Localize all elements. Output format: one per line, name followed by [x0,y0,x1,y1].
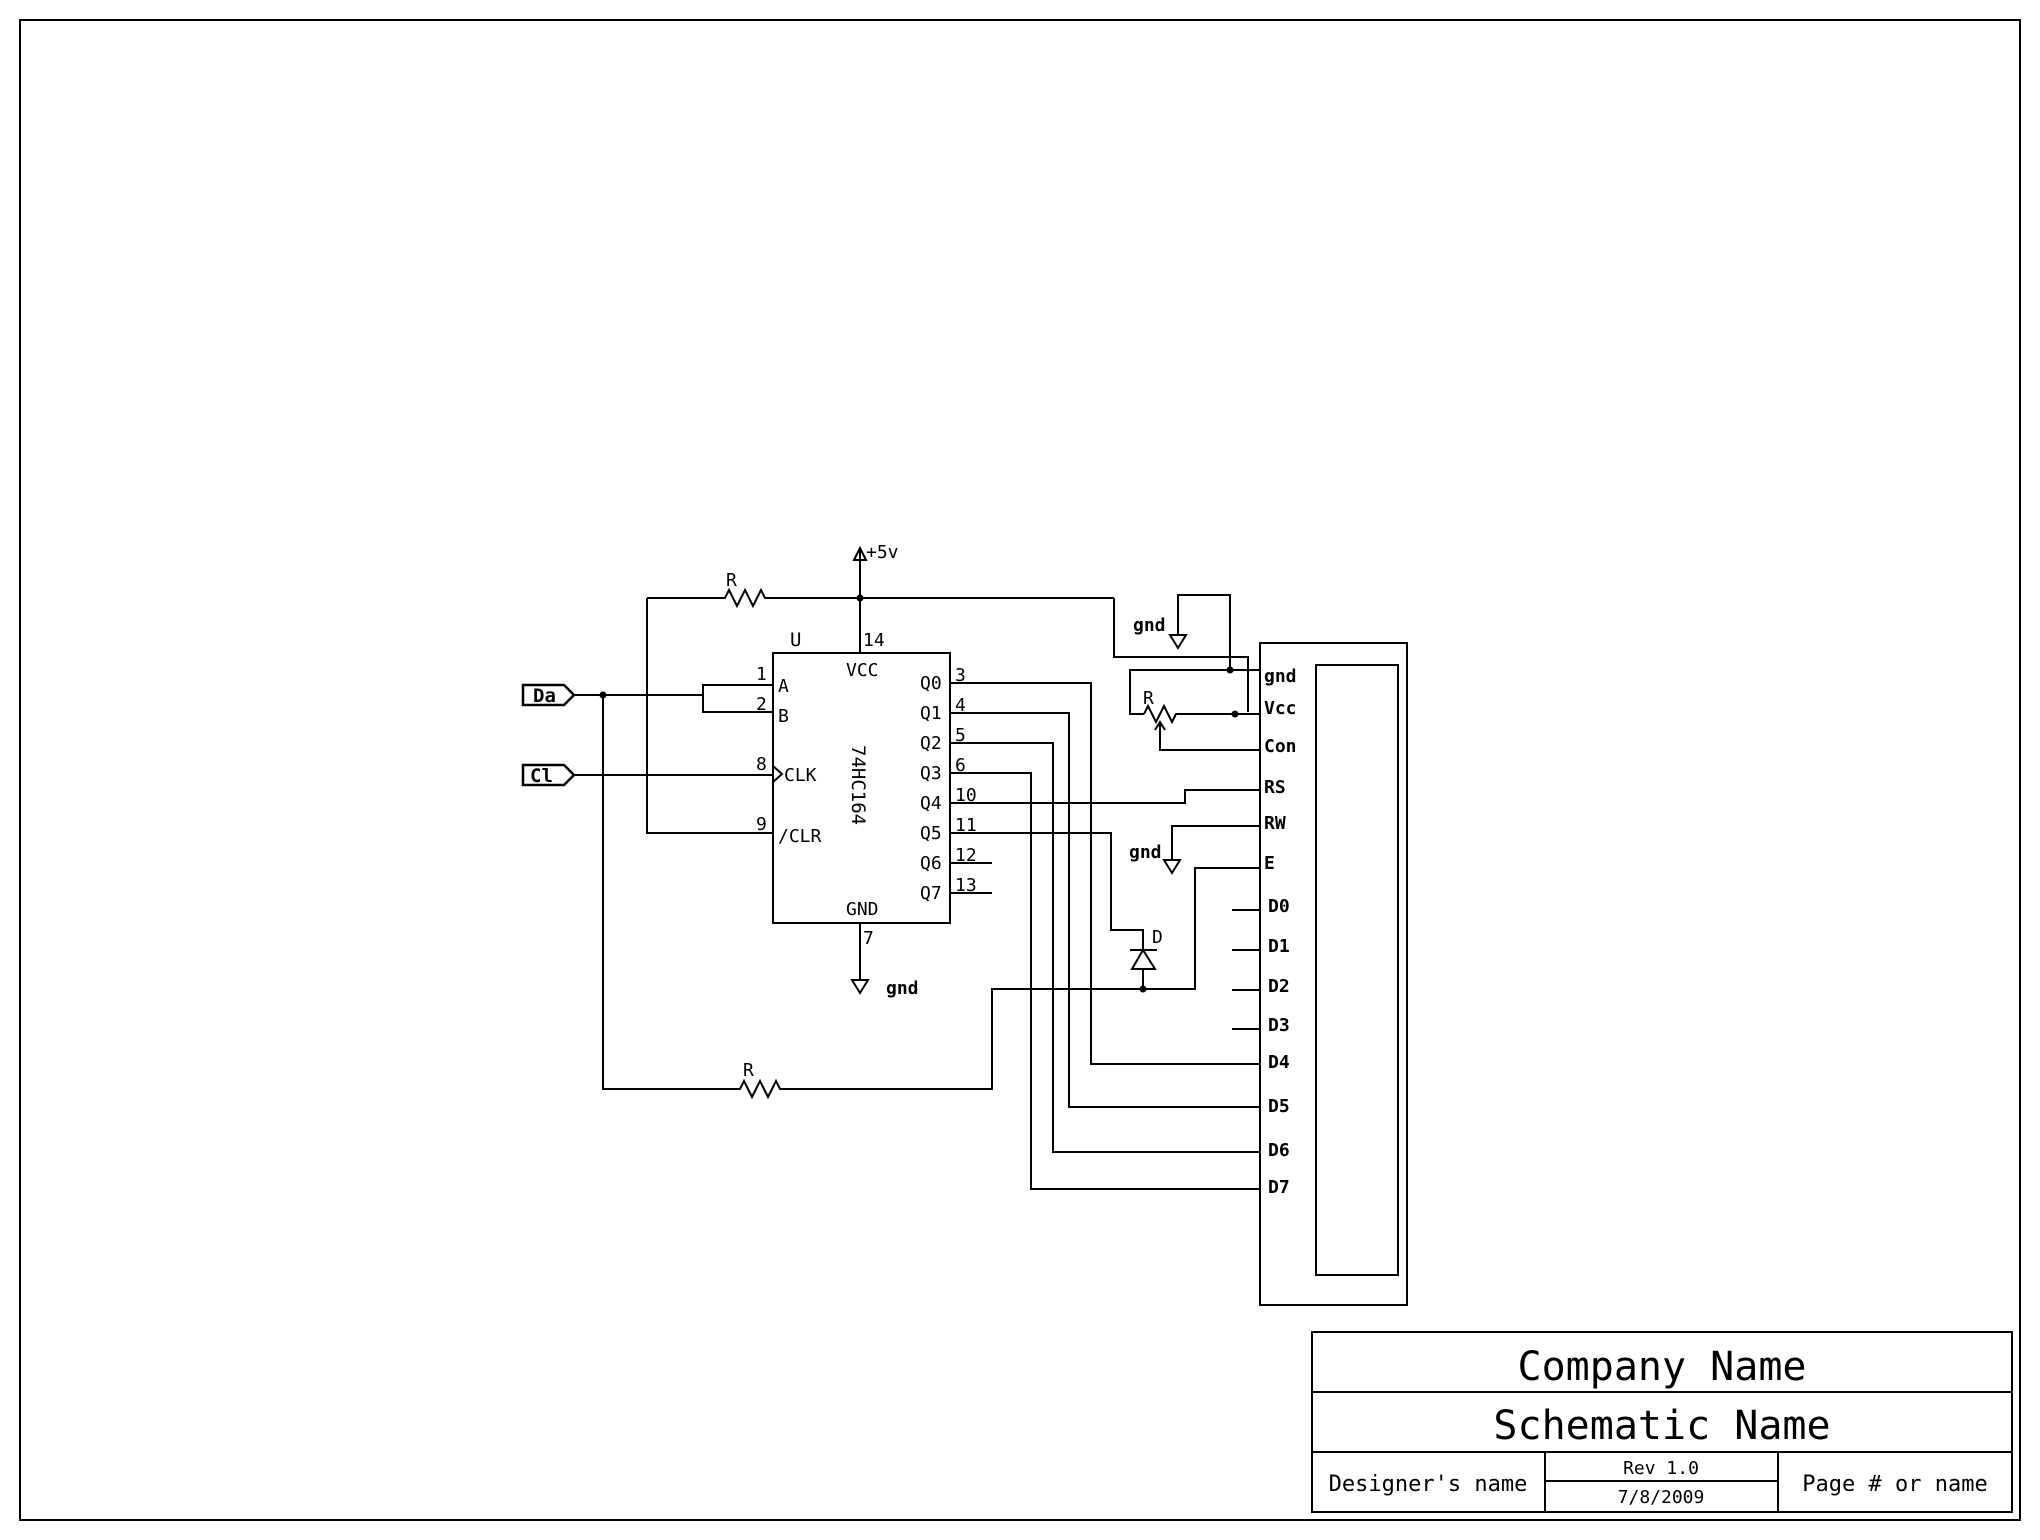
feedback-resistor-label: R [743,1060,754,1081]
clock-port-label: Cl [530,765,553,787]
lcd-pin-d1: D1 [1268,936,1290,957]
pullup-resistor[interactable]: R [647,570,1114,609]
pin-name-q5: Q5 [920,823,942,844]
lcd-pin-d6: D6 [1268,1140,1290,1161]
chip-ground-symbol: gnd [850,923,919,999]
wire-q5-diode [950,832,1144,950]
pin-number-7: 7 [863,928,874,949]
wire-data-input [574,684,773,713]
schematic-date: 7/8/2009 [1618,1487,1705,1508]
pin-number-14: 14 [863,630,885,651]
pin-name-q4: Q4 [920,793,942,814]
pin-number-8: 8 [756,754,767,775]
wire-vcc-to-lcd [1113,598,1249,712]
diode[interactable]: D [1130,927,1163,993]
wire-q2-d6 [950,742,1260,1153]
chip-ref: U [790,629,801,651]
pin-name-q2: Q2 [920,733,942,754]
lcd-pin-d2: D2 [1268,976,1290,997]
lcd-body [1259,642,1408,1306]
revision: Rev 1.0 [1623,1458,1699,1479]
pin-number-5: 5 [955,725,966,746]
chip-ground-label: gnd [886,978,919,999]
lcd-pin-d7: D7 [1268,1177,1290,1198]
designer-name: Designer's name [1329,1472,1528,1497]
chip-vcc-label: VCC [846,660,879,681]
lcd-pin-d0: D0 [1268,896,1290,917]
lcd-pin-e: E [1264,853,1275,874]
pin-name-a: A [778,676,789,697]
pin-number-10: 10 [955,785,977,806]
chip-part-number: 74HC164 [847,745,869,825]
pin-number-3: 3 [955,665,966,686]
schematic-name: Schematic Name [1493,1403,1830,1449]
pin-name-q6: Q6 [920,853,942,874]
pin-name-q3: Q3 [920,763,942,784]
pin-number-12: 12 [955,845,977,866]
junction-vcc [1231,710,1239,718]
pin-name-q1: Q1 [920,703,942,724]
chip-gnd-label: GND [846,899,879,920]
wire-q3-d7 [950,772,1260,1190]
wire-q4-rs [950,789,1260,804]
lcd-screen [1315,664,1399,1276]
title-block: Company Name Schematic Name Designer's n… [1311,1331,2013,1513]
contrast-potentiometer-label: R [1143,688,1154,709]
sheet-border [19,19,2021,1521]
lcd-pin-d3: D3 [1268,1015,1290,1036]
lcd-pin-rw: RW [1264,813,1286,834]
lcd-pin-vcc: Vcc [1264,698,1297,719]
clock-triangle-mark [772,765,784,783]
wire-contrast-gnd [1129,669,1230,715]
pin-name-clr: /CLR [778,826,822,847]
shift-register-chip[interactable]: U VCC GND 74HC164 1 A 2 B 8 CLK 9 /CLR Q… [756,629,977,949]
data-port-da[interactable]: Da [521,683,576,707]
wire-clear [646,598,773,834]
pin-name-q7: Q7 [920,883,942,904]
page-name: Page # or name [1802,1472,1987,1497]
pin-number-9: 9 [756,814,767,835]
wire-q0-d4 [950,682,1260,1065]
lcd-pin-rs: RS [1264,777,1286,798]
pin-number-13: 13 [955,875,977,896]
pin-number-6: 6 [955,755,966,776]
lcd-pin-d4: D4 [1268,1052,1290,1073]
clock-port-cl[interactable]: Cl [521,763,576,787]
lcd-ground-symbol-top: gnd [1133,594,1260,674]
contrast-potentiometer[interactable]: R [1143,688,1260,751]
chip-body [772,652,951,924]
diode-label: D [1152,927,1163,948]
lcd-pin-gnd: gnd [1264,666,1297,687]
pin-number-11: 11 [955,815,977,836]
pin-name-clk: CLK [784,765,817,786]
company-name: Company Name [1518,1344,1807,1390]
lcd-ground-symbol-rw: gnd [1129,825,1260,875]
pin-number-1: 1 [756,664,767,685]
pin-number-4: 4 [955,695,966,716]
supply-5v-label: +5v [866,542,899,563]
lcd-pin-con: Con [1264,736,1297,757]
wire-q1-d5 [950,712,1260,1108]
pin-name-q0: Q0 [920,673,942,694]
pullup-resistor-label: R [726,570,737,591]
pin-name-b: B [778,706,789,727]
lcd-pin-d5: D5 [1268,1096,1290,1117]
data-port-label: Da [533,685,556,707]
lcd-ground-label-rw: gnd [1129,842,1162,863]
pin-number-2: 2 [756,694,767,715]
feedback-resistor[interactable]: R [602,695,1260,1100]
lcd-ground-label-top: gnd [1133,615,1166,636]
